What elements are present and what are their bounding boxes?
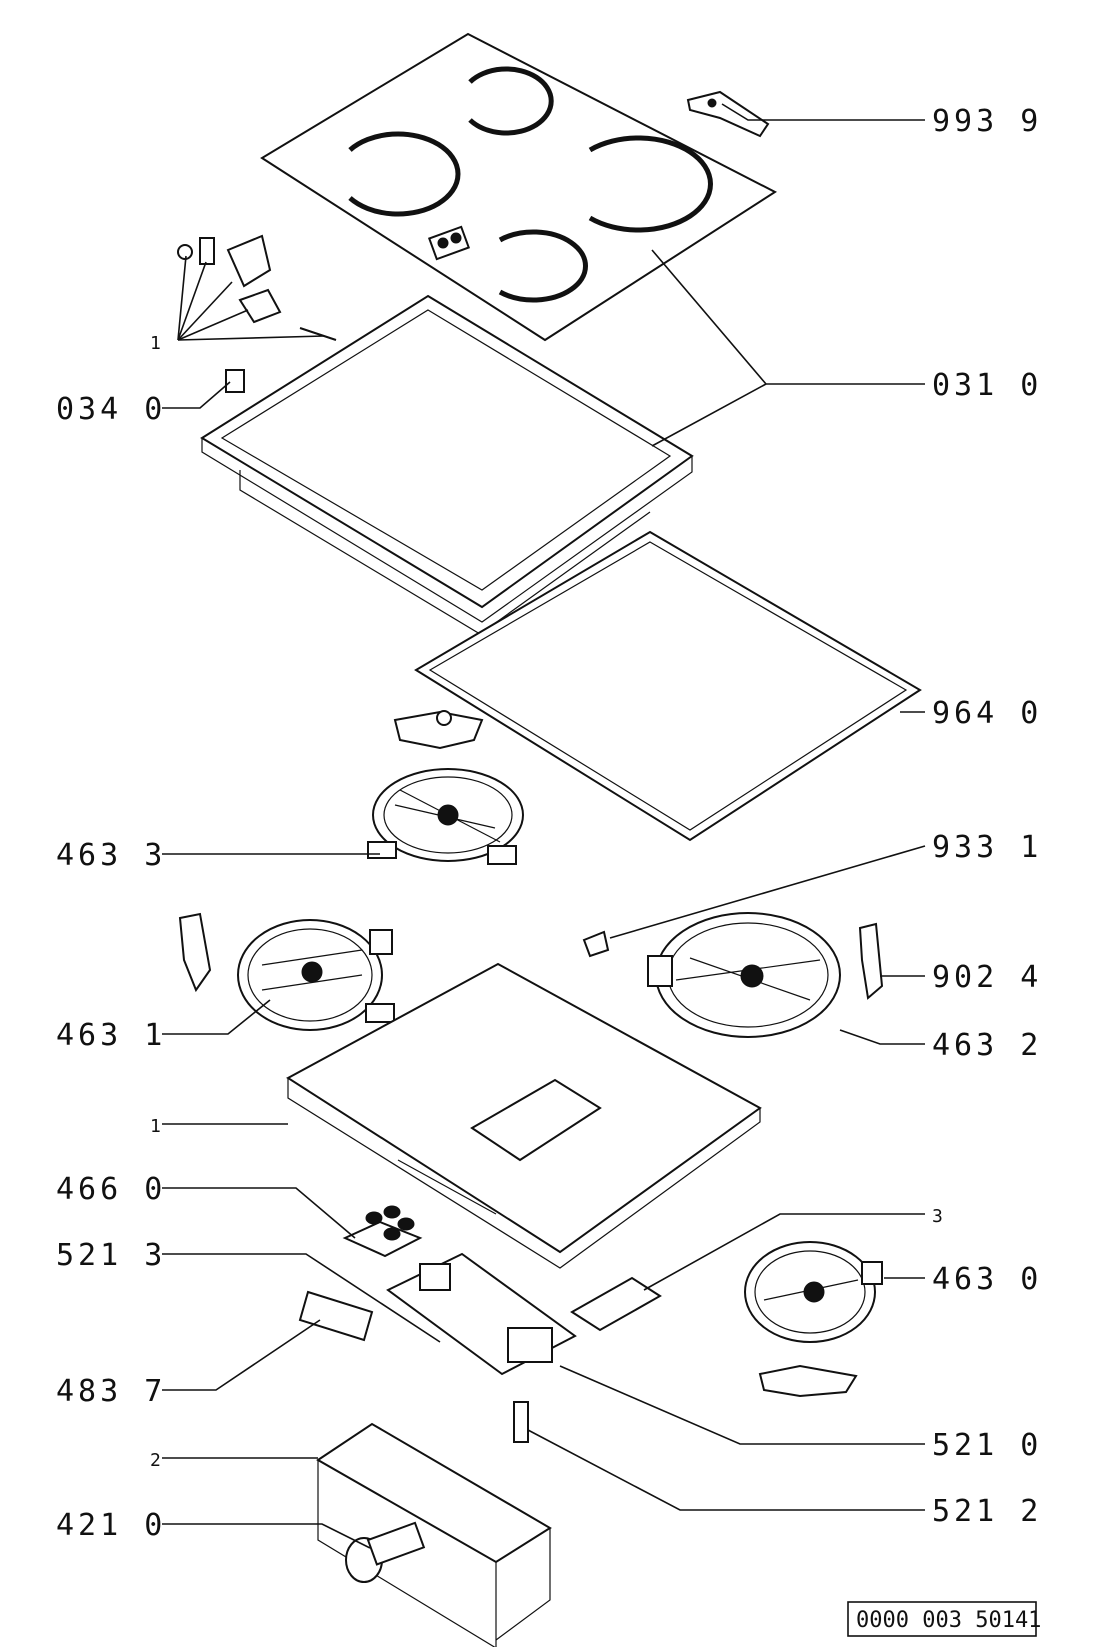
hob-frame: [200, 294, 694, 635]
heating-element-463-2: [582, 912, 884, 1038]
callout-1-mid: 1: [150, 1116, 161, 1137]
callout-3: 3: [932, 1206, 943, 1227]
reference-code: 0000 003 50141: [856, 1608, 1041, 1633]
callout-964-0: 964 0: [932, 696, 1042, 731]
reference-code-box: 0000 003 50141: [847, 1601, 1041, 1637]
glass-ceramic-top: [260, 32, 777, 342]
callout-902-4: 902 4: [932, 960, 1042, 995]
callout-483-7: 483 7: [56, 1374, 166, 1409]
fuse-holder: [513, 1401, 529, 1443]
fixing-kit: [177, 234, 337, 341]
callout-2: 2: [150, 1450, 161, 1471]
cover-plate: [570, 1276, 662, 1332]
electronics-box: [316, 1422, 552, 1647]
callout-521-0: 521 0: [932, 1428, 1042, 1463]
callout-933-1: 933 1: [932, 830, 1042, 865]
callout-466-0: 466 0: [56, 1172, 166, 1207]
callout-labels: 993 9 031 0 034 0 1 964 0 463 3 933 1 90…: [56, 104, 1042, 1543]
leader-lines: [162, 103, 926, 1549]
clip-part: [686, 90, 770, 138]
callout-463-1: 463 1: [56, 1018, 166, 1053]
terminal-block: [298, 1290, 374, 1342]
callout-463-0: 463 0: [932, 1262, 1042, 1297]
heating-element-463-1: [178, 912, 395, 1031]
callout-463-3: 463 3: [56, 838, 166, 873]
fan-motor: [345, 1521, 426, 1583]
capacitor-block: [342, 1205, 423, 1258]
callout-463-2: 463 2: [932, 1028, 1042, 1063]
callout-421-0: 421 0: [56, 1508, 166, 1543]
callout-034-0: 034 0: [56, 392, 166, 427]
callout-993-9: 993 9: [932, 104, 1042, 139]
callout-521-3: 521 3: [56, 1238, 166, 1273]
small-clip: [225, 369, 245, 393]
control-board: [386, 1252, 577, 1376]
gasket-seal: [414, 530, 922, 842]
bottom-tray: [286, 962, 762, 1269]
heating-element-463-3: [367, 710, 524, 865]
callout-031-0: 031 0: [932, 368, 1042, 403]
heating-element-463-0: [744, 1241, 883, 1398]
callout-521-2: 521 2: [932, 1494, 1042, 1529]
callout-1-top: 1: [150, 333, 161, 354]
